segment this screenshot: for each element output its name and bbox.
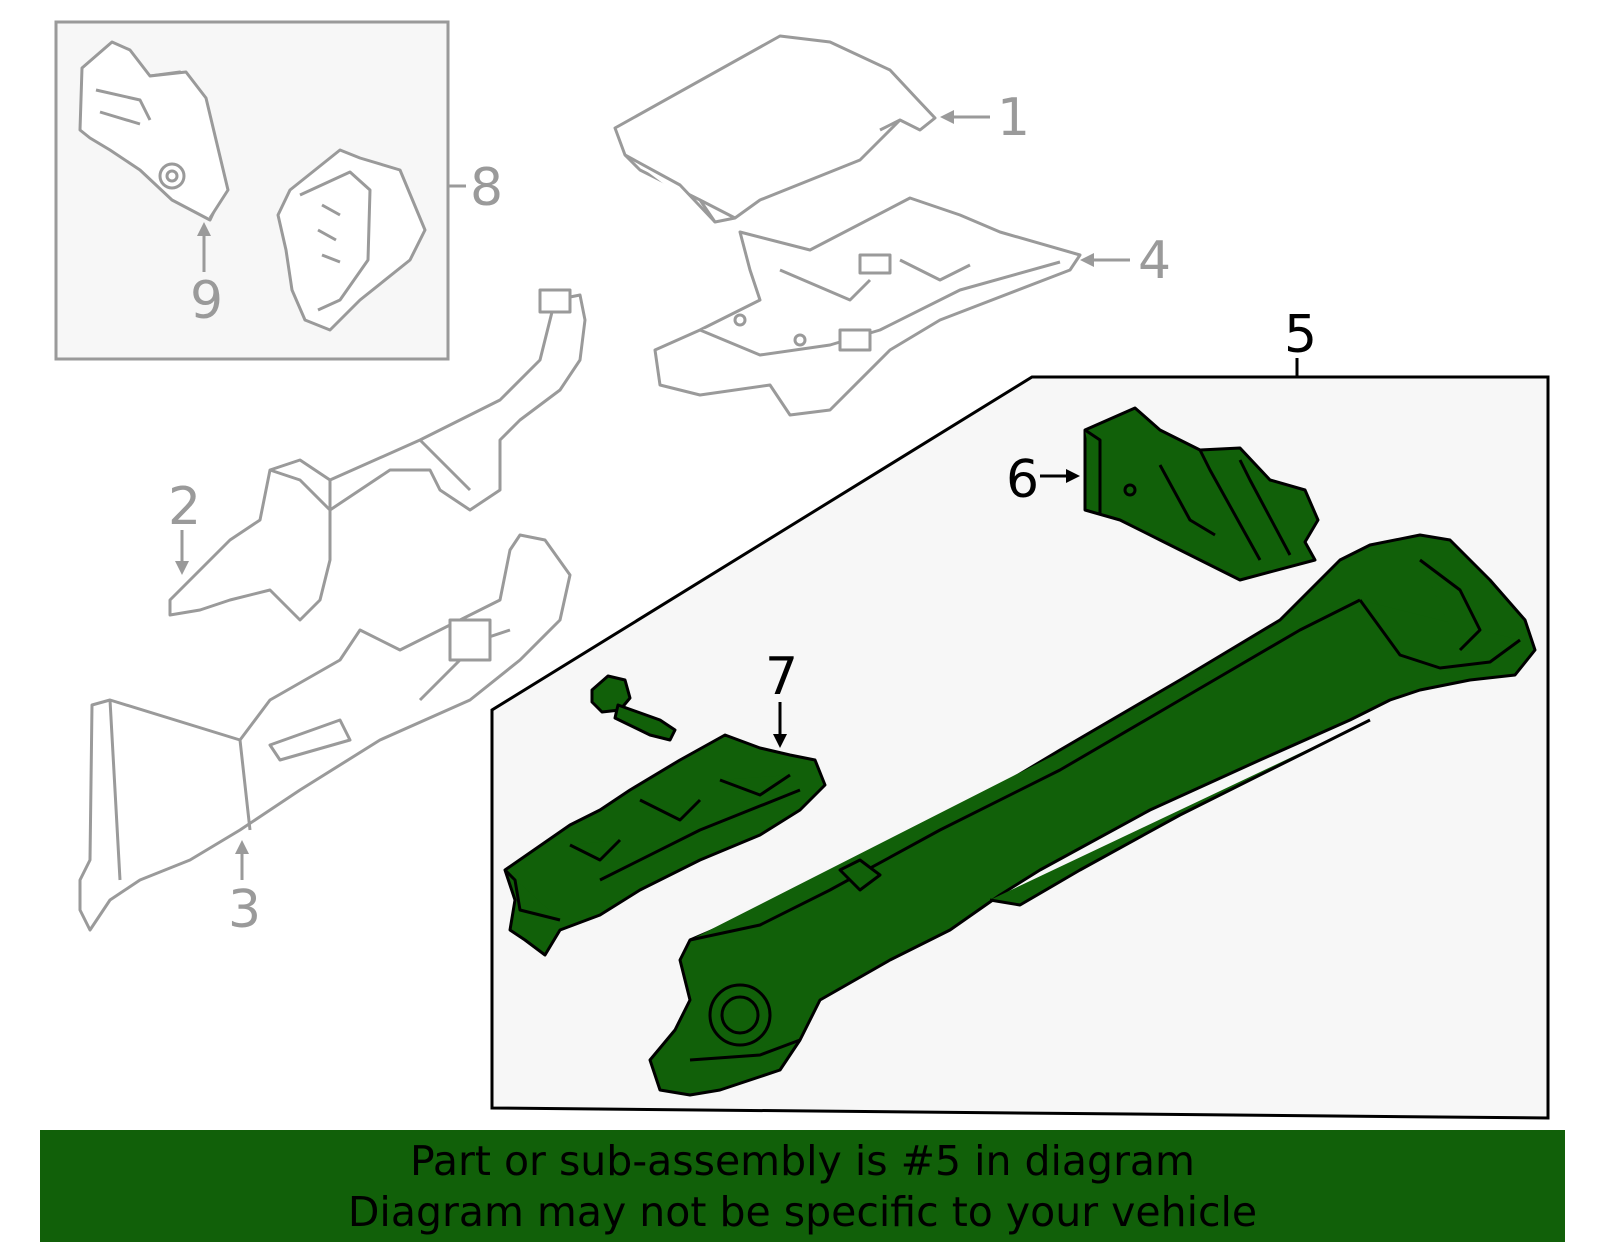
callout-2: 2 [168,477,201,537]
part-3-drawing [78,533,572,932]
part-5-rail-drawing [648,533,1537,1097]
callout-9-leader [197,222,211,272]
callout-8: 8 [470,158,503,218]
part-7-screw-drawing [590,674,677,742]
callout-1-leader [940,110,990,124]
callout-6: 6 [1006,450,1039,510]
callout-6-leader [1040,469,1080,483]
part-4-drawing [653,196,1082,417]
callout-7: 7 [765,647,798,707]
part-2-drawing [168,288,587,622]
banner-line-1: Part or sub-assembly is #5 in diagram [410,1137,1195,1185]
part-1-drawing [613,34,937,224]
callout-2-leader [175,530,189,575]
banner-line-2: Diagram may not be specific to your vehi… [347,1188,1258,1236]
part-7-latch-drawing [503,733,827,957]
part-9-drawing [78,40,230,222]
callout-7-leader [773,702,787,748]
part-6-drawing [1083,406,1320,582]
info-banner: Part or sub-assembly is #5 in diagram Di… [40,1130,1565,1242]
inset-box-8: 9 [54,20,450,361]
callout-5: 5 [1284,305,1317,365]
callout-3: 3 [228,880,261,940]
callout-3-leader [235,840,249,880]
callout-1: 1 [997,88,1030,148]
callout-9: 9 [190,271,223,331]
callout-4: 4 [1138,231,1171,291]
callout-4-leader [1080,253,1130,267]
part-8-drawing [276,148,427,332]
